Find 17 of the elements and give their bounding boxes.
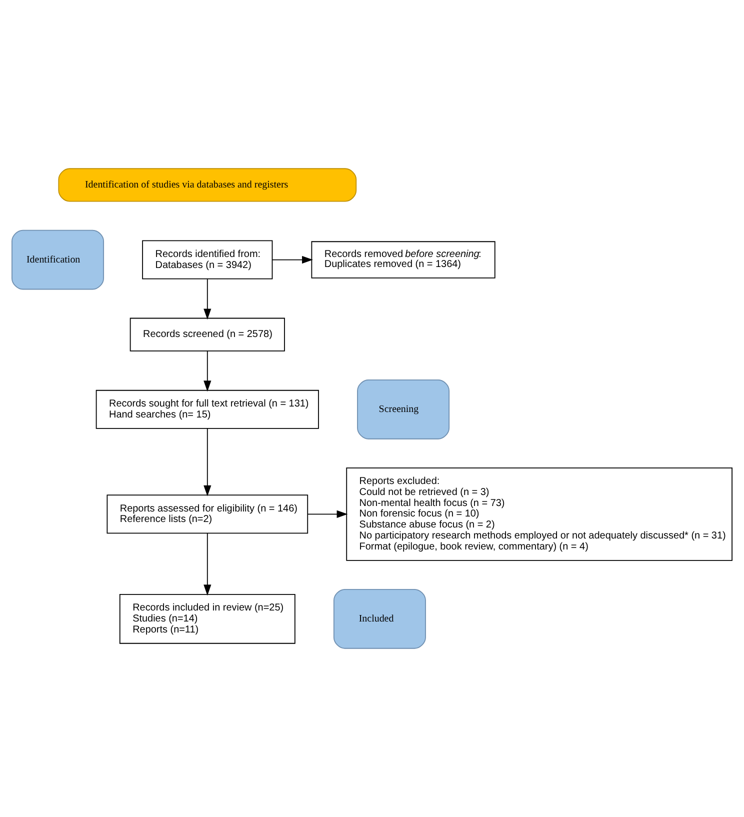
node-box: Reports excluded: Could not be retrieved (n = 3) Non-mental health focus (n = 73) Non forensic focus (n = 10) Substance abuse focus (n = 2) No participatory research methods employed or not adequately discussed* (n = 31) Format (epilogue, book review, commentary) (n = 4) bbox=[346, 467, 732, 561]
node-box: Reports assessed for eligibility (n = 146) Reference lists (n=2) bbox=[106, 494, 308, 534]
node-box: Records identified from: Databases (n = 3942) bbox=[142, 240, 273, 280]
arrow bbox=[307, 510, 348, 518]
node-box: Included bbox=[333, 588, 426, 649]
node-box: Identification of studies via databases and registers bbox=[58, 168, 357, 202]
node-box: Records screened (n = 2578) bbox=[130, 318, 285, 352]
arrow bbox=[204, 428, 212, 496]
node-box: Records sought for full text retrieval (n = 131) Hand searches (n= 15) bbox=[96, 390, 319, 429]
node-box: Records included in review (n=25) Studies (n=14) Reports (n=11) bbox=[119, 594, 296, 644]
arrow bbox=[272, 256, 313, 264]
arrow bbox=[204, 278, 212, 320]
node-box: Screening bbox=[357, 379, 450, 440]
node-box: Records removed before screening: Duplicates removed (n = 1364) bbox=[311, 241, 496, 278]
arrow bbox=[204, 350, 212, 392]
node-box: Identification bbox=[12, 230, 104, 290]
arrow bbox=[204, 532, 212, 596]
